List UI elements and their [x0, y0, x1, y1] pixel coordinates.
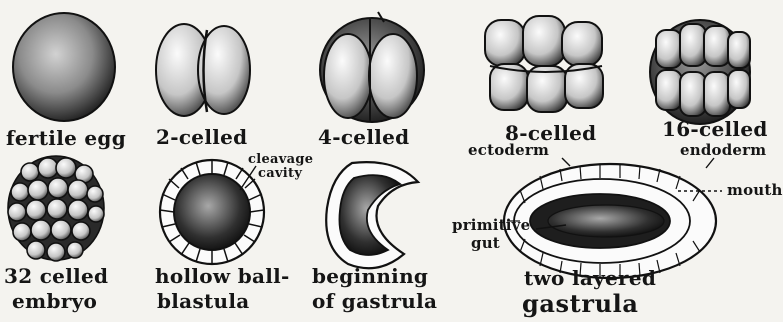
label-gut: gut — [471, 236, 500, 251]
label-primitive: primitive — [452, 218, 530, 233]
label-cavity: cavity — [258, 167, 302, 181]
label-eight-celled: 8-celled — [505, 123, 596, 143]
label-fertile-egg: fertile egg — [6, 128, 126, 148]
label-hollow-ball-line1: hollow ball- — [155, 266, 290, 286]
label-hollow-ball-line2: blastula — [157, 291, 250, 311]
thirty-two-celled-figure — [8, 156, 104, 261]
label-two-layered-line1: two layered — [524, 268, 656, 288]
fertile-egg-figure — [13, 13, 115, 121]
label-thirty-two-celled-line1: 32 celled — [4, 266, 108, 286]
two-layered-gastrula-figure — [504, 158, 722, 278]
sixteen-celled-figure — [650, 20, 750, 124]
eight-celled-figure — [485, 16, 603, 112]
label-mouth: mouth — [727, 183, 783, 198]
label-thirty-two-celled-line2: embryo — [12, 291, 97, 311]
label-four-celled: 4-celled — [318, 127, 409, 147]
label-gastrula: gastrula — [522, 292, 639, 316]
label-endoderm: endoderm — [680, 143, 766, 158]
label-sixteen-celled: 16-celled — [662, 119, 768, 139]
two-celled-figure — [156, 24, 250, 116]
four-celled-figure — [320, 12, 424, 122]
label-cleavage: cleavage — [248, 153, 313, 167]
blastula-figure — [160, 160, 264, 264]
early-gastrula-figure — [326, 162, 418, 268]
label-ectoderm: ectoderm — [468, 143, 549, 158]
label-beginning-line2: of gastrula — [312, 291, 437, 311]
label-beginning-line1: beginning — [312, 266, 428, 286]
label-two-celled: 2-celled — [156, 127, 247, 147]
